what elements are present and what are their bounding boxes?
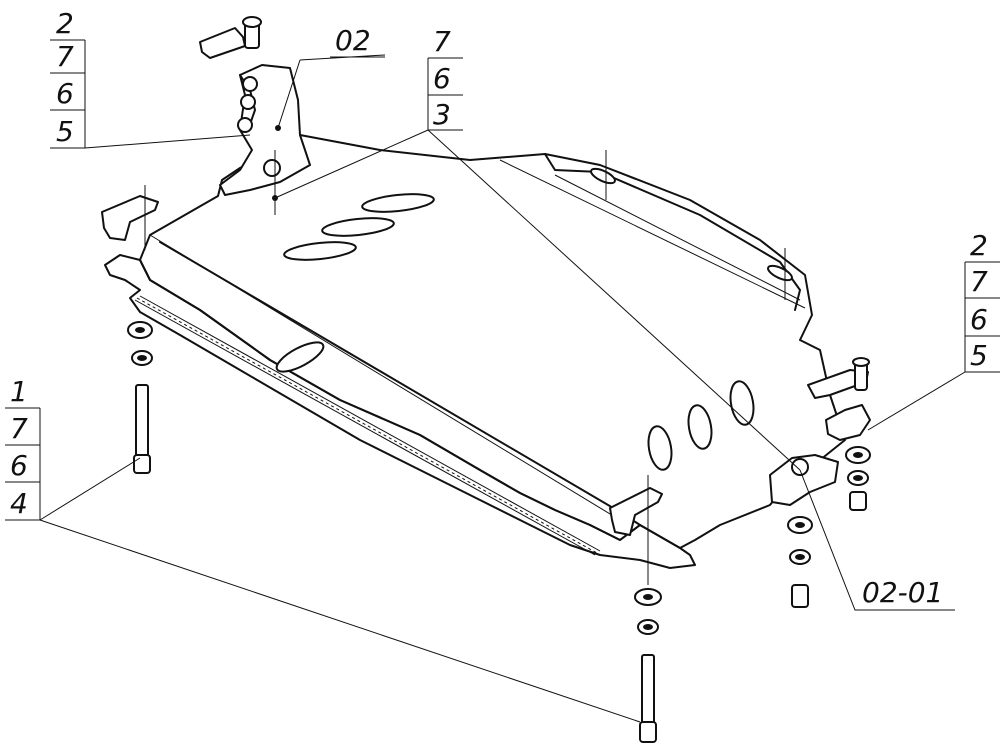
callout-top-mid: 7 6 3 bbox=[427, 25, 463, 131]
bracket-bottom-clip bbox=[609, 475, 663, 585]
fasteners-right-lower bbox=[787, 516, 813, 608]
fasteners-bottom bbox=[634, 588, 662, 743]
bracket-left-clip bbox=[101, 185, 159, 250]
callout-bl-2: 6 bbox=[10, 449, 28, 482]
label-02-01: 02-01 bbox=[862, 576, 943, 609]
callout-tm-2: 3 bbox=[433, 98, 451, 131]
callout-bl-3: 4 bbox=[10, 487, 28, 520]
callout-r-0: 2 bbox=[970, 229, 988, 262]
callout-bl-0: 1 bbox=[10, 375, 28, 408]
callout-r-2: 6 bbox=[970, 303, 988, 336]
callout-r-3: 5 bbox=[970, 339, 988, 372]
label-02: 02 bbox=[335, 24, 371, 57]
callout-tm-0: 7 bbox=[433, 25, 451, 58]
fasteners-right-upper bbox=[845, 446, 871, 511]
callout-right: 2 7 6 5 bbox=[964, 229, 1000, 373]
callout-tl-2: 6 bbox=[56, 77, 74, 110]
callout-tl-3: 5 bbox=[56, 115, 74, 148]
callout-02: 02 bbox=[330, 24, 385, 58]
skid-plate bbox=[104, 134, 846, 569]
callout-bl-1: 7 bbox=[10, 412, 28, 445]
callout-r-1: 7 bbox=[970, 265, 988, 298]
callout-tl-0: 2 bbox=[56, 7, 74, 40]
callout-02-01: 02-01 bbox=[855, 576, 955, 611]
callout-tl-1: 7 bbox=[56, 40, 74, 73]
callout-top-left: 2 7 6 5 bbox=[50, 7, 86, 149]
fasteners-left bbox=[127, 321, 153, 474]
callout-bottom-left: 1 7 6 4 bbox=[5, 375, 41, 521]
callout-tm-1: 6 bbox=[433, 62, 451, 95]
bolt-plate-top bbox=[199, 16, 262, 59]
